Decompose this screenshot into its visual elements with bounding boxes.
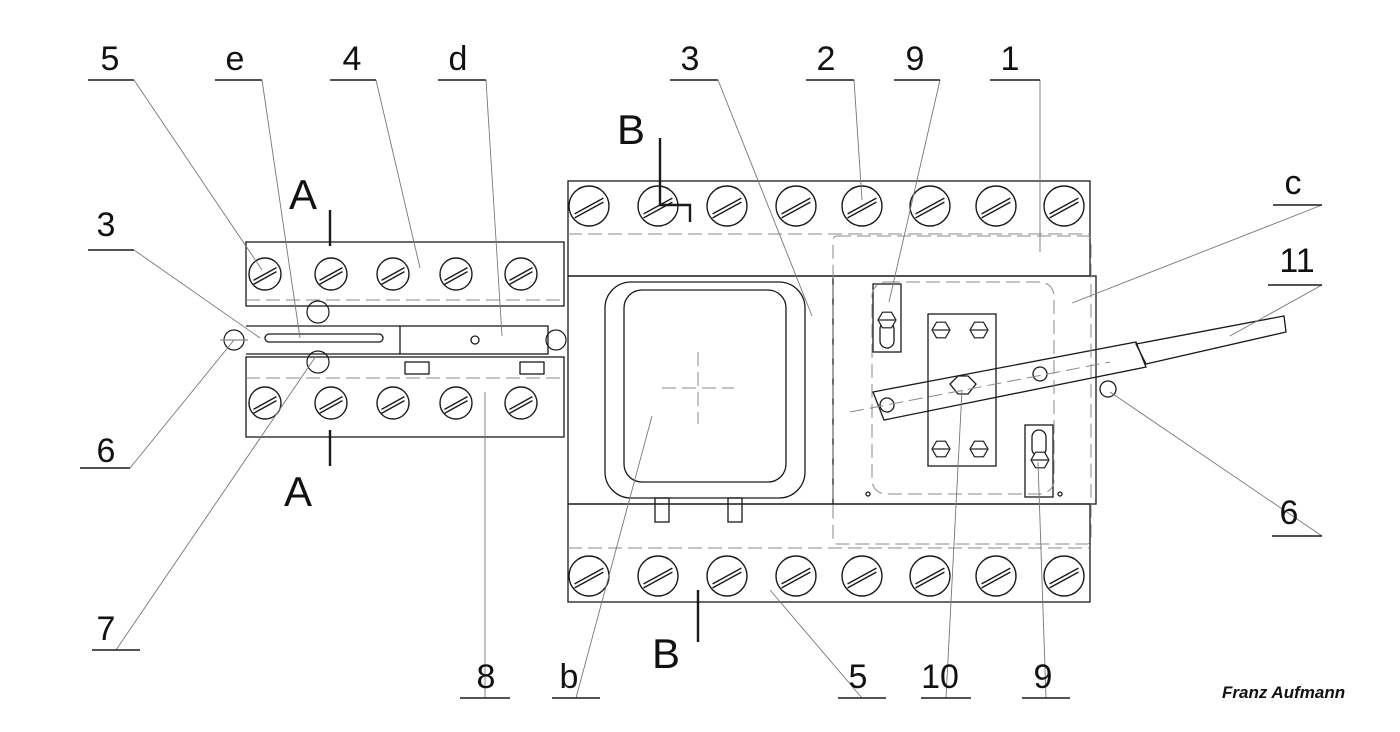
bolt-icon <box>1030 451 1050 469</box>
screw-icon <box>775 185 817 227</box>
leader-line <box>485 79 503 337</box>
screw-icon <box>1043 185 1085 227</box>
left-upper-bar <box>245 241 565 307</box>
leader-line <box>133 79 263 271</box>
screw-icon <box>376 386 410 420</box>
screw-icon <box>376 257 410 291</box>
part-label-l9a: 9 <box>906 40 925 78</box>
author-credit: Franz Aufmann <box>1222 683 1346 702</box>
part-label-l6b: 6 <box>1280 494 1299 532</box>
leader-line <box>769 589 863 699</box>
leader-line <box>129 339 235 469</box>
leader-line <box>261 79 301 339</box>
leader-line <box>717 79 813 317</box>
section-a-top: A <box>289 171 317 218</box>
left-slide-plate <box>399 325 549 355</box>
leader-line <box>1037 461 1047 699</box>
leader-line <box>853 79 863 201</box>
bolt-icon <box>931 321 951 339</box>
screw-icon <box>504 386 538 420</box>
lever-arm <box>872 341 1147 421</box>
left-slot <box>264 333 384 343</box>
section-a-bottom: A <box>284 468 312 515</box>
screw-icon <box>909 185 951 227</box>
clamp-block <box>927 313 997 467</box>
pin-7 <box>306 300 330 324</box>
screw-icon <box>568 555 610 597</box>
leader-line <box>1229 284 1323 337</box>
section-b-bottom: B <box>652 630 680 677</box>
part-label-l2: 2 <box>817 40 836 78</box>
pin-mid <box>545 329 567 351</box>
part-label-l7: 7 <box>97 610 116 648</box>
leader-line <box>1071 204 1323 304</box>
part-label-l5a: 5 <box>101 40 120 78</box>
part-label-lc: c <box>1285 164 1302 202</box>
screw-icon <box>248 257 282 291</box>
part-label-lb: b <box>560 658 579 696</box>
screw-icon <box>637 555 679 597</box>
bolt-icon <box>969 321 989 339</box>
screw-icon <box>775 555 817 597</box>
left-lower-bar <box>245 356 565 438</box>
screw-icon <box>314 257 348 291</box>
screw-icon <box>706 555 748 597</box>
part-label-ld: d <box>449 40 468 78</box>
screw-icon <box>841 185 883 227</box>
section-b-top: B <box>617 106 645 153</box>
screw-icon <box>248 386 282 420</box>
bolt-icon <box>877 311 897 329</box>
screw-icon <box>504 257 538 291</box>
part-label-l4: 4 <box>343 40 362 78</box>
screw-icon <box>1043 555 1085 597</box>
leader-line <box>888 79 941 303</box>
part-label-l3a: 3 <box>681 40 700 78</box>
bolt-icon <box>969 440 989 458</box>
part-label-l8: 8 <box>477 658 496 696</box>
leader-line <box>1109 391 1323 537</box>
cutout-inner <box>623 289 787 483</box>
screw-icon <box>909 555 951 597</box>
main-body <box>567 275 1097 505</box>
leader-line <box>375 79 421 269</box>
screw-icon <box>439 386 473 420</box>
part-label-l6a: 6 <box>97 432 116 470</box>
screw-icon <box>706 185 748 227</box>
screw-icon <box>439 257 473 291</box>
screw-icon <box>975 185 1017 227</box>
bolt-icon <box>931 440 951 458</box>
left-guide <box>872 283 902 353</box>
part-label-l11: 11 <box>1279 242 1314 280</box>
screw-icon <box>975 555 1017 597</box>
part-label-l3b: 3 <box>97 206 116 244</box>
cutout-outer <box>604 281 806 499</box>
screw-icon <box>568 185 610 227</box>
screw-icon <box>841 555 883 597</box>
screw-icon <box>314 386 348 420</box>
part-label-l1: 1 <box>1001 40 1020 78</box>
part-label-l9b: 9 <box>1034 658 1053 696</box>
part-label-l10: 10 <box>921 658 959 696</box>
leader-line <box>575 415 653 699</box>
leader-line <box>133 249 261 339</box>
leader-line <box>945 389 963 699</box>
part-label-le: e <box>226 40 245 78</box>
lever-handle <box>1135 315 1287 365</box>
leader-line <box>115 355 317 651</box>
part-label-l5b: 5 <box>849 658 868 696</box>
